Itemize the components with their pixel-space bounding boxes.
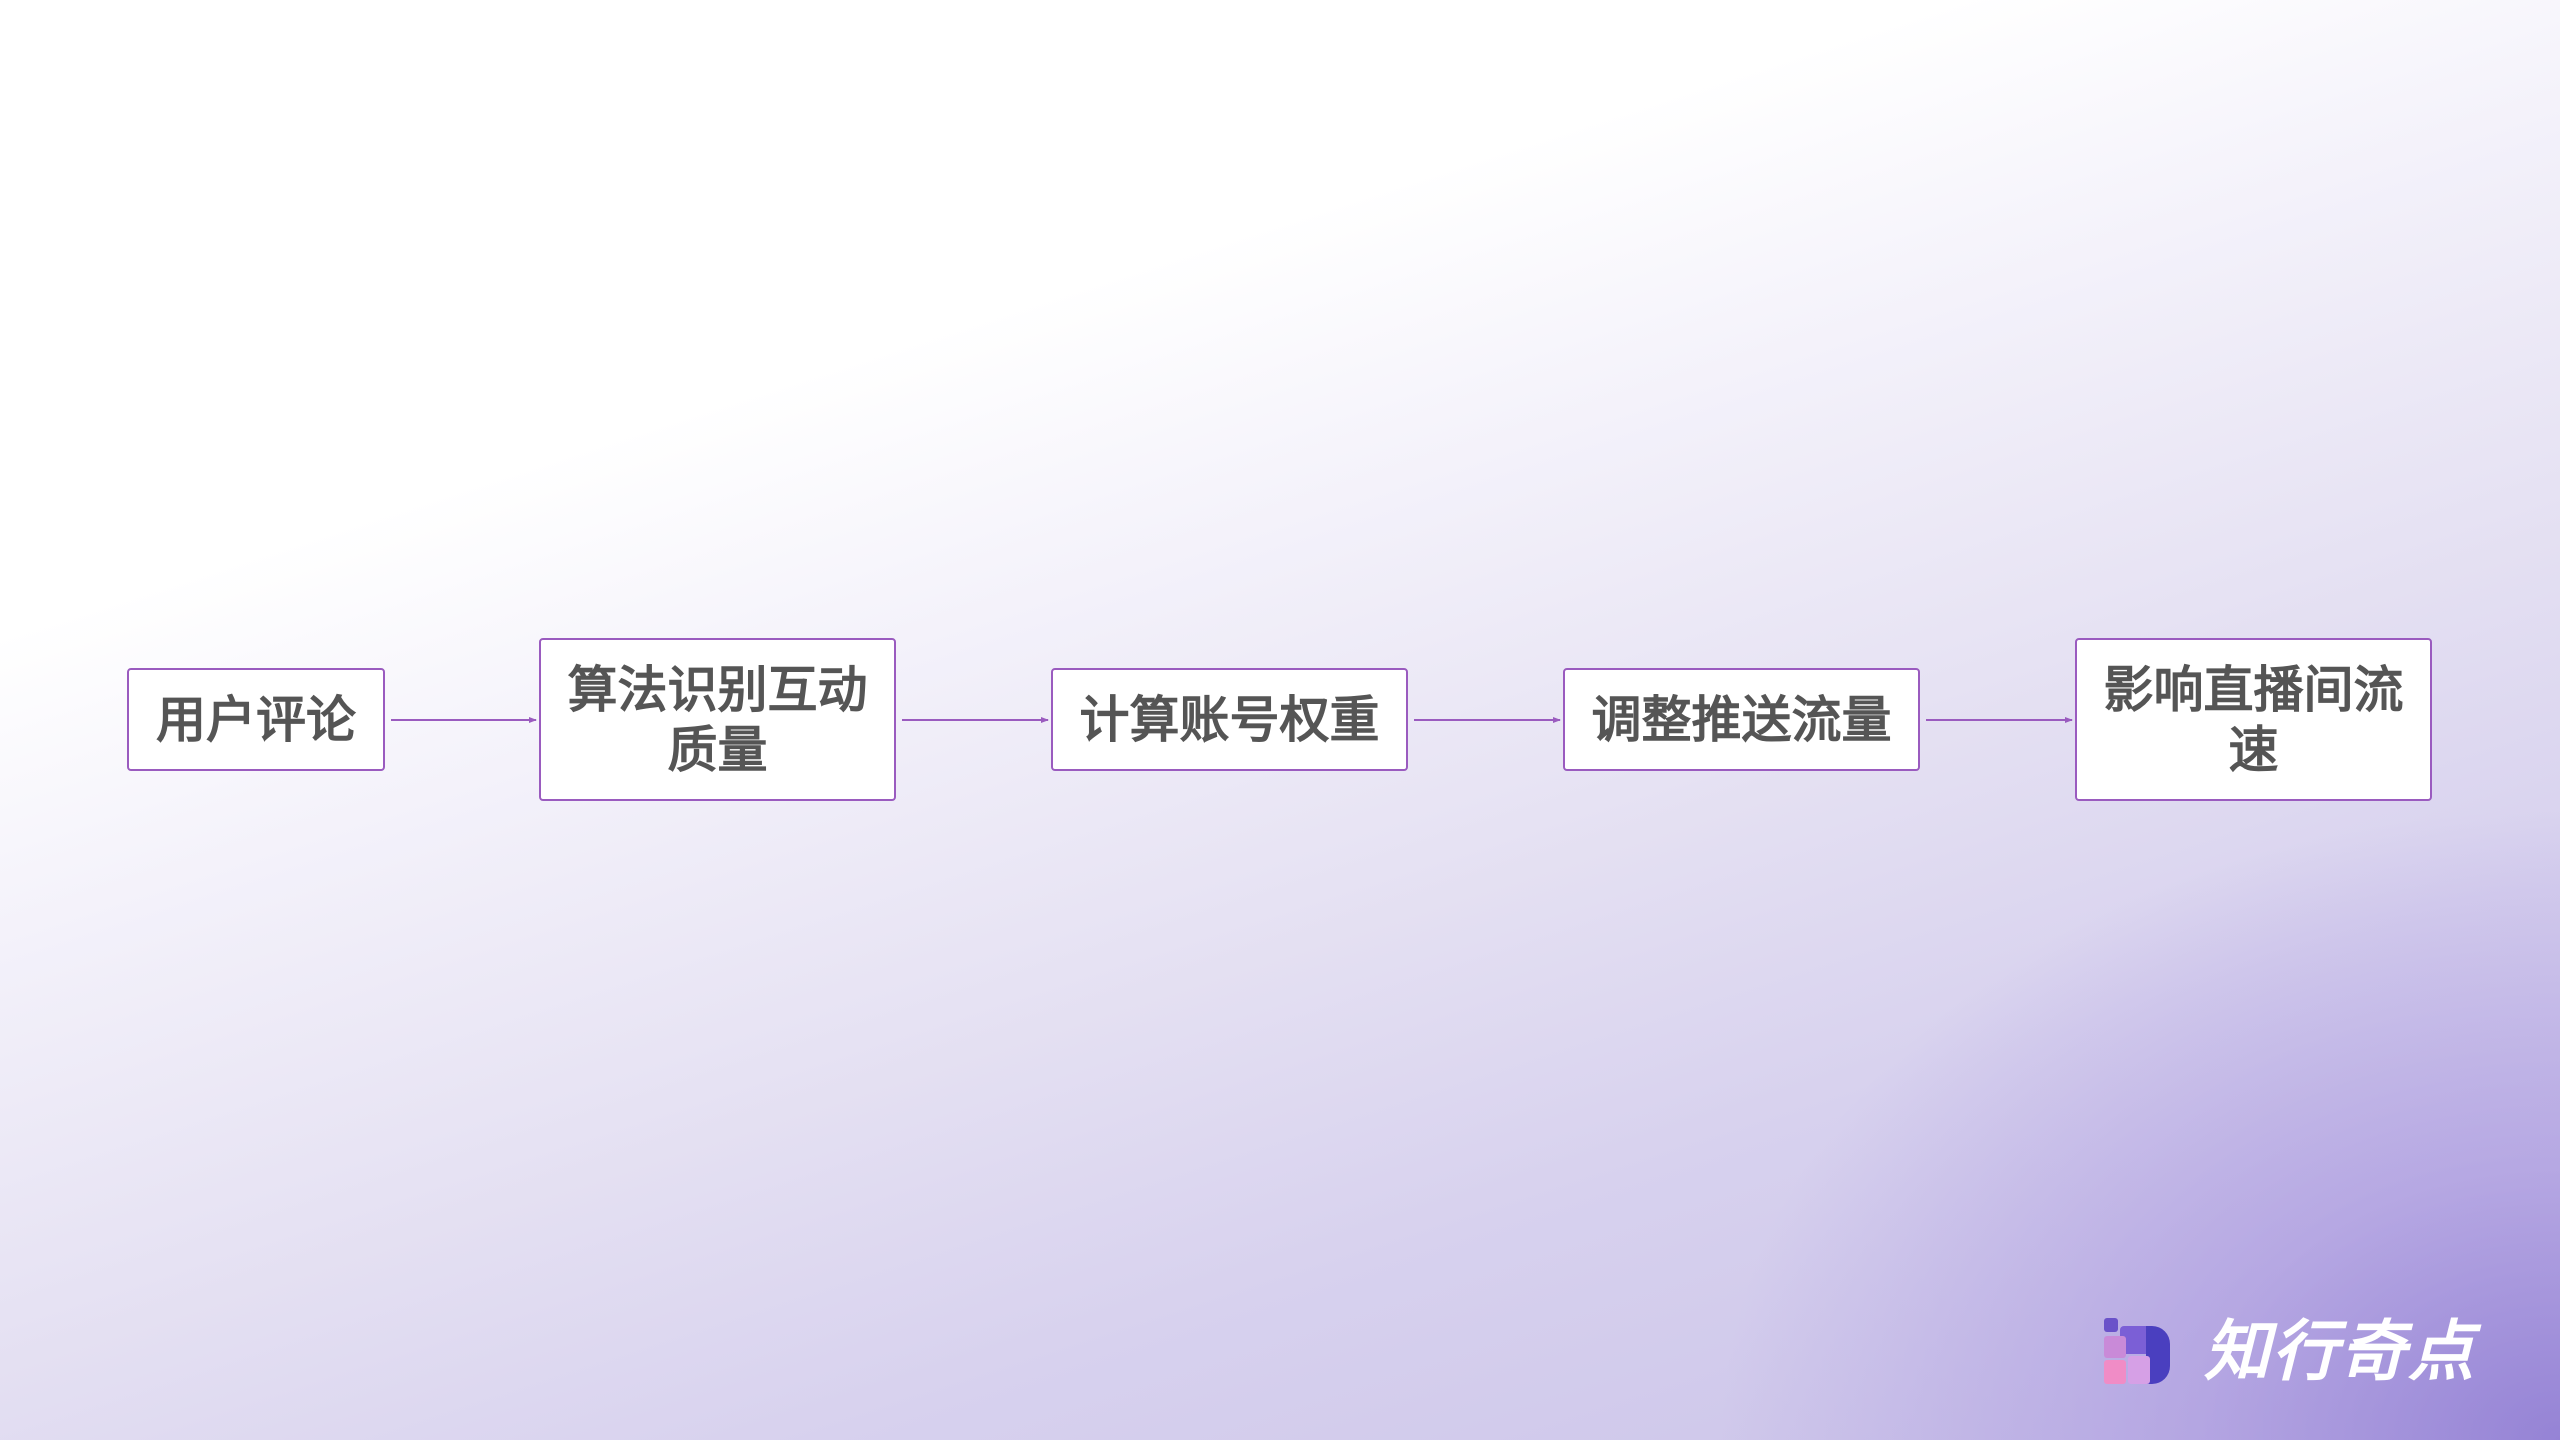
flow-node-user-comments: 用户评论 [127, 668, 385, 771]
flow-node-live-room-flow: 影响直播间流 速 [2075, 638, 2432, 801]
flow-node-label: 算法识别互动 质量 [568, 660, 868, 780]
flow-node-push-traffic: 调整推送流量 [1563, 668, 1920, 771]
flow-node-label: 调整推送流量 [1591, 690, 1892, 749]
flow-node-label-line: 算法识别互动 [567, 660, 868, 719]
logo-blocks-icon [2104, 1318, 2170, 1384]
flow-node-label: 计算账号权重 [1079, 690, 1380, 749]
flow-node-algorithm-quality: 算法识别互动 质量 [539, 638, 896, 801]
flow-node-label-line: 速 [2228, 720, 2279, 779]
flow-node-label-line: 影响直播间流 [2103, 660, 2404, 719]
logo-text: 知行奇点 [2204, 1313, 2476, 1390]
flow-node-label: 用户评论 [156, 690, 356, 749]
brand-logo: 知行奇点 [2100, 1312, 2500, 1392]
flow-node-label: 影响直播间流 速 [2104, 660, 2404, 780]
flow-node-label-line: 质量 [667, 720, 768, 779]
flow-node-account-weight: 计算账号权重 [1051, 668, 1408, 771]
